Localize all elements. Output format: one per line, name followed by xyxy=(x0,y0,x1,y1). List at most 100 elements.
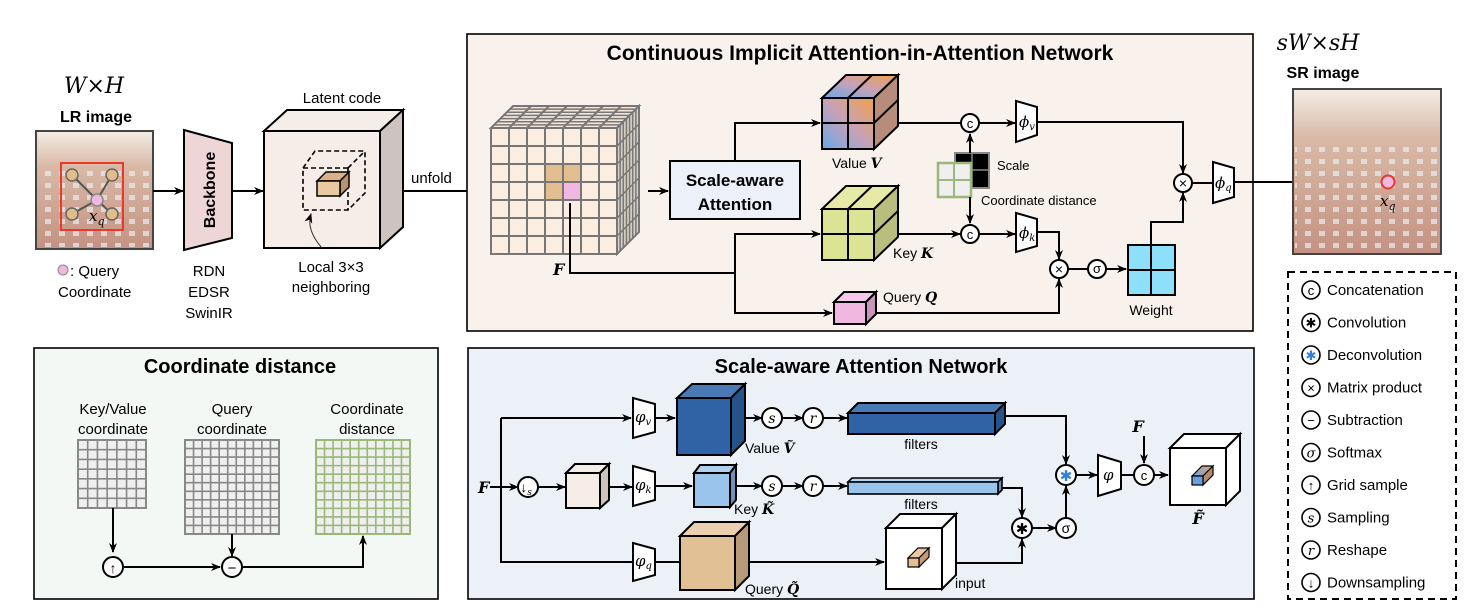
sa-key-cube xyxy=(692,462,738,510)
weight-map xyxy=(1127,244,1176,296)
feature-cell xyxy=(544,127,564,147)
legend-item: σ Softmax xyxy=(1301,442,1383,463)
feature-cell xyxy=(526,199,546,219)
legend-symbol: σ xyxy=(1307,447,1317,462)
arrow-query-to-product xyxy=(876,278,1063,314)
output-cube xyxy=(1167,431,1243,508)
legend-symbol: ✱ xyxy=(1306,316,1317,331)
legend-symbol-icon xyxy=(1301,442,1321,463)
scale-label: Scale xyxy=(997,158,1030,173)
scale-aware-attention-panel: Scale-aware Attention Network F ↓s φv φk… xyxy=(467,347,1255,600)
feature-cell xyxy=(544,217,564,237)
legend-symbol: c xyxy=(1308,283,1315,298)
svg-text:σ: σ xyxy=(1062,520,1071,536)
arrow-to-query xyxy=(734,273,833,317)
downsampled-cube xyxy=(563,461,612,511)
sa-key-label: Key K̃ xyxy=(734,500,775,518)
legend-symbol-icon xyxy=(1301,572,1321,593)
legend-symbol: ✱ xyxy=(1306,348,1317,363)
legend-label: Subtraction xyxy=(1327,412,1403,429)
feature-cell xyxy=(544,235,564,255)
feature-cell xyxy=(562,235,582,255)
phi-v-block xyxy=(1015,99,1038,144)
feature-cell xyxy=(580,217,600,237)
svg-text:↓s: ↓s xyxy=(520,479,532,498)
feature-cell xyxy=(508,181,528,201)
legend-label: Softmax xyxy=(1327,445,1383,462)
feature-cell xyxy=(490,145,510,165)
feature-cell xyxy=(508,199,528,219)
kv-coord-line1: Key/Value xyxy=(79,401,146,418)
lr-query-label: xq xyxy=(89,207,105,228)
feature-cell xyxy=(526,217,546,237)
feature-cell xyxy=(562,127,582,147)
feature-cell xyxy=(544,181,564,201)
latent-code-title: Latent code xyxy=(303,90,381,107)
query-point xyxy=(90,193,104,207)
svg-text:r: r xyxy=(810,479,818,495)
sa-phi-block xyxy=(1097,453,1122,498)
cd-line2: distance xyxy=(339,421,395,438)
legend-label: Deconvolution xyxy=(1327,347,1422,364)
feature-cell xyxy=(508,217,528,237)
legend-symbol-icon xyxy=(1301,312,1321,333)
neighbor-point xyxy=(105,207,119,221)
legend-symbol: ↓ xyxy=(1308,576,1315,591)
backbone-label: Backbone xyxy=(202,152,219,229)
legend-symbol-icon xyxy=(1301,410,1321,430)
feature-cell xyxy=(562,145,582,165)
svg-text:−: − xyxy=(228,560,237,577)
sa-value-label: Value Ṽ xyxy=(745,438,797,457)
query-legend-line1: : Query xyxy=(70,263,120,280)
feature-cell xyxy=(598,145,618,165)
latent-code-section: Latent code Local 3×3 neighboring unfold xyxy=(261,90,452,296)
neighbor-point xyxy=(65,168,79,182)
backbone-option-rdn: RDN xyxy=(193,263,226,280)
sa-phi-v-block xyxy=(632,396,656,440)
legend-item: ✱Convolution xyxy=(1301,312,1406,333)
legend-symbol: − xyxy=(1307,413,1315,428)
legend-item: ✱ Deconvolution xyxy=(1301,345,1422,365)
neighbor-line1: Local 3×3 xyxy=(298,259,363,276)
legend-label: Reshape xyxy=(1327,542,1387,559)
feature-cell xyxy=(526,127,546,147)
query-region-box xyxy=(60,162,124,231)
kv-coordinate-grid xyxy=(77,439,147,509)
filters-bar-top xyxy=(845,400,1008,437)
sa-phi-k-block xyxy=(632,464,656,508)
scale-aware-attention-line1: Scale-aware xyxy=(686,171,784,190)
svg-text:×: × xyxy=(1055,261,1063,277)
feature-cell xyxy=(580,145,600,165)
svg-text:×: × xyxy=(1179,175,1187,191)
filters-mid-label: filters xyxy=(904,496,937,512)
weight-label: Weight xyxy=(1129,302,1172,318)
feature-cell xyxy=(526,235,546,255)
feature-cell xyxy=(490,163,510,183)
arrow-phi-k-to-product xyxy=(1037,231,1063,260)
legend-symbol: × xyxy=(1307,381,1315,396)
backbone-block xyxy=(183,128,233,252)
sr-image-title: SR image xyxy=(1287,65,1360,82)
svg-text:c: c xyxy=(967,227,974,242)
feature-cell xyxy=(580,163,600,183)
sa-phi-label: φ xyxy=(1103,466,1114,484)
feature-cell xyxy=(508,235,528,255)
kv-coord-line2: coordinate xyxy=(78,421,148,438)
feature-f-label: F xyxy=(552,260,566,279)
local-neighborhood-cube xyxy=(302,150,366,211)
sa-phi-v-label: φv xyxy=(635,408,652,428)
filters-bar-mid xyxy=(846,476,1004,496)
key-label: Key K xyxy=(893,245,934,262)
query-coordinate-grid xyxy=(184,439,280,535)
legend-label: Concatenation xyxy=(1327,282,1424,299)
lr-image-title: LR image xyxy=(60,109,132,126)
legend-item: ×Matrix product xyxy=(1301,377,1423,398)
legend-item: ↑Grid sample xyxy=(1301,475,1408,495)
svg-text:c: c xyxy=(1141,468,1148,483)
legend-symbol-icon xyxy=(1301,475,1321,495)
query-legend-line2: Coordinate xyxy=(58,284,131,301)
value-label: Value V xyxy=(832,155,884,172)
arrow-weight-to-product xyxy=(1150,192,1187,245)
coordinate-distance-map xyxy=(936,161,973,199)
